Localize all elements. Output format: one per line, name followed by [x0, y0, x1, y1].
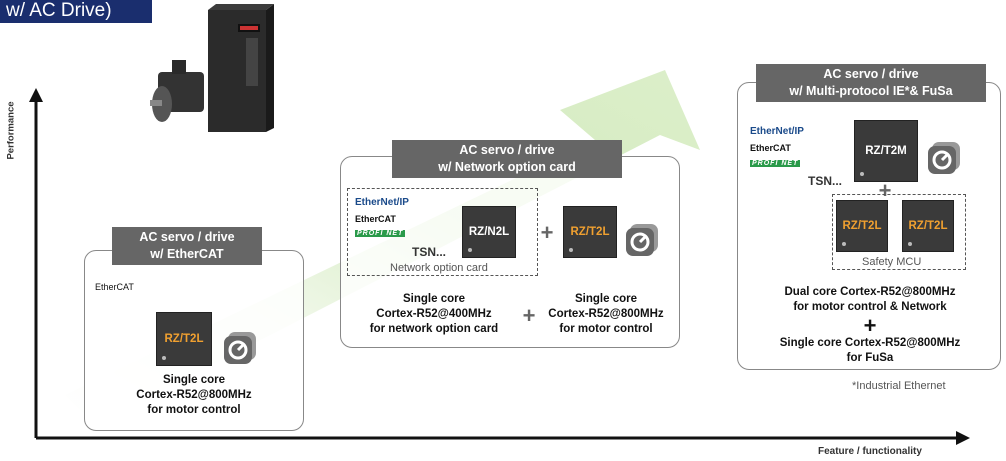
panel3-desc-top-line2: for motor control & Network: [793, 301, 947, 313]
y-axis-label: Performance: [5, 101, 17, 160]
panel3-header-line2: w/ Multi-protocol IE*& FuSa: [789, 84, 953, 98]
panel1-desc-line1: Single core: [163, 374, 225, 386]
panel3-header: AC servo / drive w/ Multi-protocol IE*& …: [756, 64, 986, 102]
panel1-header: AC servo / drive w/ EtherCAT: [112, 227, 262, 265]
panel2-desc-left-line1: Single core: [403, 293, 465, 305]
safety-mcu-box: [832, 194, 966, 270]
panel2-desc-left: Single core Cortex-R52@400MHz for networ…: [346, 292, 522, 337]
profinet-logo: PROFI NET: [750, 160, 801, 167]
tsn-label: TSN...: [412, 245, 447, 259]
chip-label: RZ/T2L: [164, 333, 204, 345]
chip-rzt2l-p3a: RZ/T2L: [836, 200, 888, 252]
chip-label: RZ/N2L: [468, 226, 510, 238]
x-axis-label: Feature / functionality: [818, 446, 922, 457]
ethercat-logo: EtherCAT: [750, 143, 791, 153]
panel1-desc: Single core Cortex-R52@800MHz for motor …: [100, 373, 288, 418]
panel1-header-line2: w/ EtherCAT: [150, 247, 224, 261]
panel1-header-line1: AC servo / drive: [139, 230, 235, 244]
tsn-label: TSN...: [808, 174, 843, 188]
motor-icon: [224, 332, 256, 364]
panel2-desc-right-line3: for motor control: [559, 323, 653, 335]
panel3-desc-bottom-line2: for FuSa: [846, 352, 894, 364]
panel1-desc-line3: for motor control: [147, 404, 241, 416]
panel3-desc-top: Dual core Cortex-R52@800MHz for motor co…: [744, 285, 996, 315]
motor-icon: [928, 142, 960, 174]
panel2-desc-right-line2: Cortex-R52@800MHz: [548, 308, 664, 320]
servo-drive-photo: [150, 4, 274, 132]
plus-sign: +: [878, 178, 892, 203]
chip-rzt2l-p1: RZ/T2L: [156, 312, 212, 366]
chip-dot: [860, 172, 864, 176]
panel3-desc-bottom-line1: Single core Cortex-R52@800MHz: [779, 337, 961, 349]
option-card-label: Network option card: [390, 262, 488, 274]
chip-dot: [569, 248, 573, 252]
safety-mcu-label: Safety MCU: [862, 256, 922, 268]
plus-sign: +: [863, 313, 877, 338]
chip-label: RZ/T2L: [908, 220, 948, 232]
panel3-desc-top-line1: Dual core Cortex-R52@800MHz: [784, 286, 956, 298]
chip-rzn2l: RZ/N2L: [462, 206, 516, 258]
panel3-header-line1: AC servo / drive: [823, 67, 919, 81]
chip-dot: [908, 242, 912, 246]
panel2-desc-left-line2: Cortex-R52@400MHz: [376, 308, 492, 320]
chip-label: RZ/T2L: [570, 226, 610, 238]
ethercat-logo: EtherCAT: [355, 214, 396, 224]
ethernetip-logo: EtherNet/IP: [355, 197, 409, 208]
panel2-header-line2: w/ Network option card: [438, 160, 576, 174]
panel3-desc-bottom: Single core Cortex-R52@800MHz for FuSa: [744, 336, 996, 366]
plus-sign: +: [540, 220, 554, 245]
profinet-logo: PROFI NET: [355, 230, 406, 237]
panel1-desc-line2: Cortex-R52@800MHz: [136, 389, 252, 401]
chip-label: RZ/T2M: [865, 145, 907, 157]
network-option-card-box: [347, 188, 538, 276]
page-title: w/ AC Drive): [0, 0, 152, 23]
plus-sign: +: [522, 303, 536, 328]
panel2-header-line1: AC servo / drive: [459, 143, 555, 157]
ethercat-logo: EtherCAT: [95, 282, 134, 292]
footnote: *Industrial Ethernet: [852, 380, 946, 392]
chip-dot: [468, 248, 472, 252]
panel2-header: AC servo / drive w/ Network option card: [392, 140, 622, 178]
panel2-desc-right: Single core Cortex-R52@800MHz for motor …: [536, 292, 676, 337]
chip-rzt2l-p3b: RZ/T2L: [902, 200, 954, 252]
chip-dot: [162, 356, 166, 360]
panel2-desc-right-line1: Single core: [575, 293, 637, 305]
panel2-desc-left-line3: for network option card: [369, 323, 499, 335]
chip-rzt2l-p2: RZ/T2L: [563, 206, 617, 258]
chip-label: RZ/T2L: [842, 220, 882, 232]
motor-icon: [626, 224, 658, 256]
chip-rzt2m: RZ/T2M: [854, 120, 918, 182]
chip-dot: [842, 242, 846, 246]
ethernetip-logo: EtherNet/IP: [750, 126, 804, 137]
